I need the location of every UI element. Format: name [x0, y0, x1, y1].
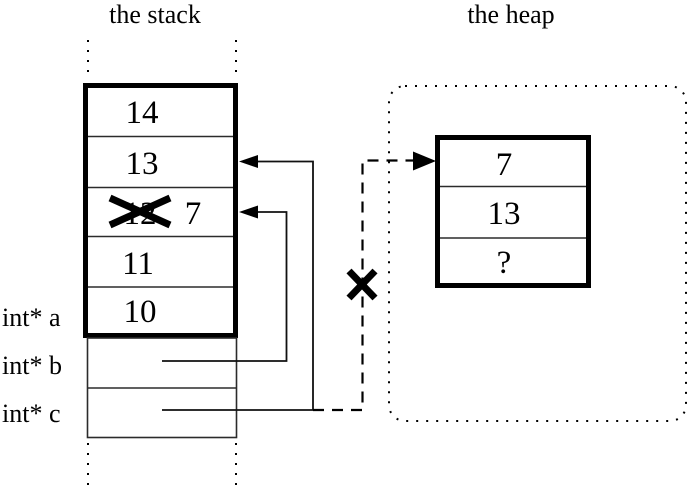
- heap-block-box: [435, 135, 591, 288]
- pointer-b-arrow: [162, 205, 288, 362]
- broken-pointer-x-icon: [346, 268, 378, 301]
- stack-frame-box: [83, 83, 238, 338]
- pointer-variable-cells-box: [86, 337, 238, 439]
- pointer-c-arrow: [162, 155, 314, 411]
- stack-cell-old-value: 12: [123, 195, 157, 232]
- pointer-var-label-a: int* a: [2, 303, 61, 332]
- stack-cell-value: 13: [125, 145, 159, 182]
- heap-region-dotted-border: [388, 85, 687, 422]
- heap-cell-value: ?: [496, 244, 512, 281]
- pointer-var-label-b: int* b: [2, 351, 62, 380]
- stack-title: the stack: [109, 0, 201, 29]
- stack-cell-value: 14: [125, 94, 159, 131]
- heap-cell-value: 7: [495, 146, 513, 183]
- crossed-out-value-x-icon: [108, 194, 172, 229]
- stack-cell-value: 11: [122, 245, 154, 282]
- dangling-pointer-dashed-arrow: [313, 151, 436, 412]
- pointer-var-label-c: int* c: [2, 399, 61, 428]
- heap-title: the heap: [467, 0, 555, 29]
- stack-cell-new-value: 7: [184, 195, 202, 232]
- stack-cell-value: 10: [123, 293, 157, 330]
- heap-cell-value: 13: [487, 195, 521, 232]
